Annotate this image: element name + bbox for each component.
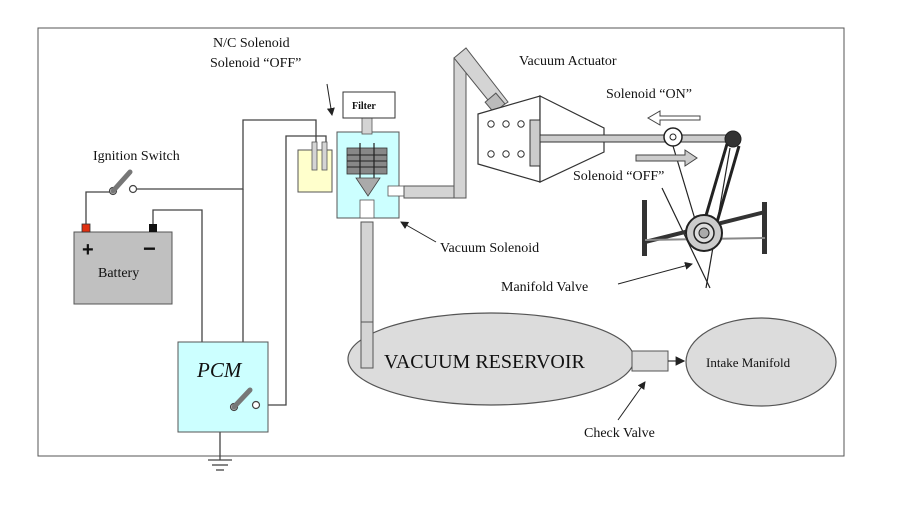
nc-solenoid-label: N/C Solenoid [213,36,290,51]
check-valve-label: Check Valve [584,426,655,441]
vacuum-hoses [360,47,509,371]
positive-terminal [81,223,91,233]
solenoid-connector [297,141,333,193]
battery-minus-sign: − [143,236,156,261]
solenoid-on-arrow-icon [647,110,701,126]
battery-label: Battery [98,266,139,281]
battery-plus-sign: + [82,239,94,261]
ground-symbol-icon [208,459,232,471]
intake-manifold: Intake Manifold [685,317,837,407]
pcm-label: PCM [196,358,243,382]
vacuum-reservoir-label: VACUUM RESERVOIR [384,351,586,373]
vacuum-filter: Filter [342,91,396,119]
ignition-switch-icon [108,169,138,196]
manifold-valve-linkage [661,127,742,289]
callout-leaders [326,83,693,421]
solenoid-on-label: Solenoid “ON” [606,87,692,102]
vacuum-solenoid-label: Vacuum Solenoid [440,241,539,256]
vacuum-solenoid [336,117,407,219]
solenoid-off-arrow-icon [635,149,698,167]
intake-manifold-label: Intake Manifold [706,355,791,370]
ignition-switch-label: Ignition Switch [93,149,180,164]
negative-terminal [149,224,157,232]
manifold-valve-label: Manifold Valve [501,280,588,295]
manifold-valve [642,200,767,256]
check-valve [631,350,686,372]
pcm-module: PCM [177,341,269,433]
diagram-border [37,27,845,457]
vacuum-reservoir: VACUUM RESERVOIR [347,312,635,406]
vacuum-actuator-label: Vacuum Actuator [519,54,617,69]
solenoid-off-top-label: Solenoid “OFF” [210,56,301,71]
pcm-switch-icon [229,387,261,412]
solenoid-off-right-label: Solenoid “OFF” [573,169,664,184]
wiring [85,119,327,460]
vacuum-actuator [477,95,736,183]
filter-label: Filter [352,101,376,112]
battery: + − Battery [73,223,173,305]
